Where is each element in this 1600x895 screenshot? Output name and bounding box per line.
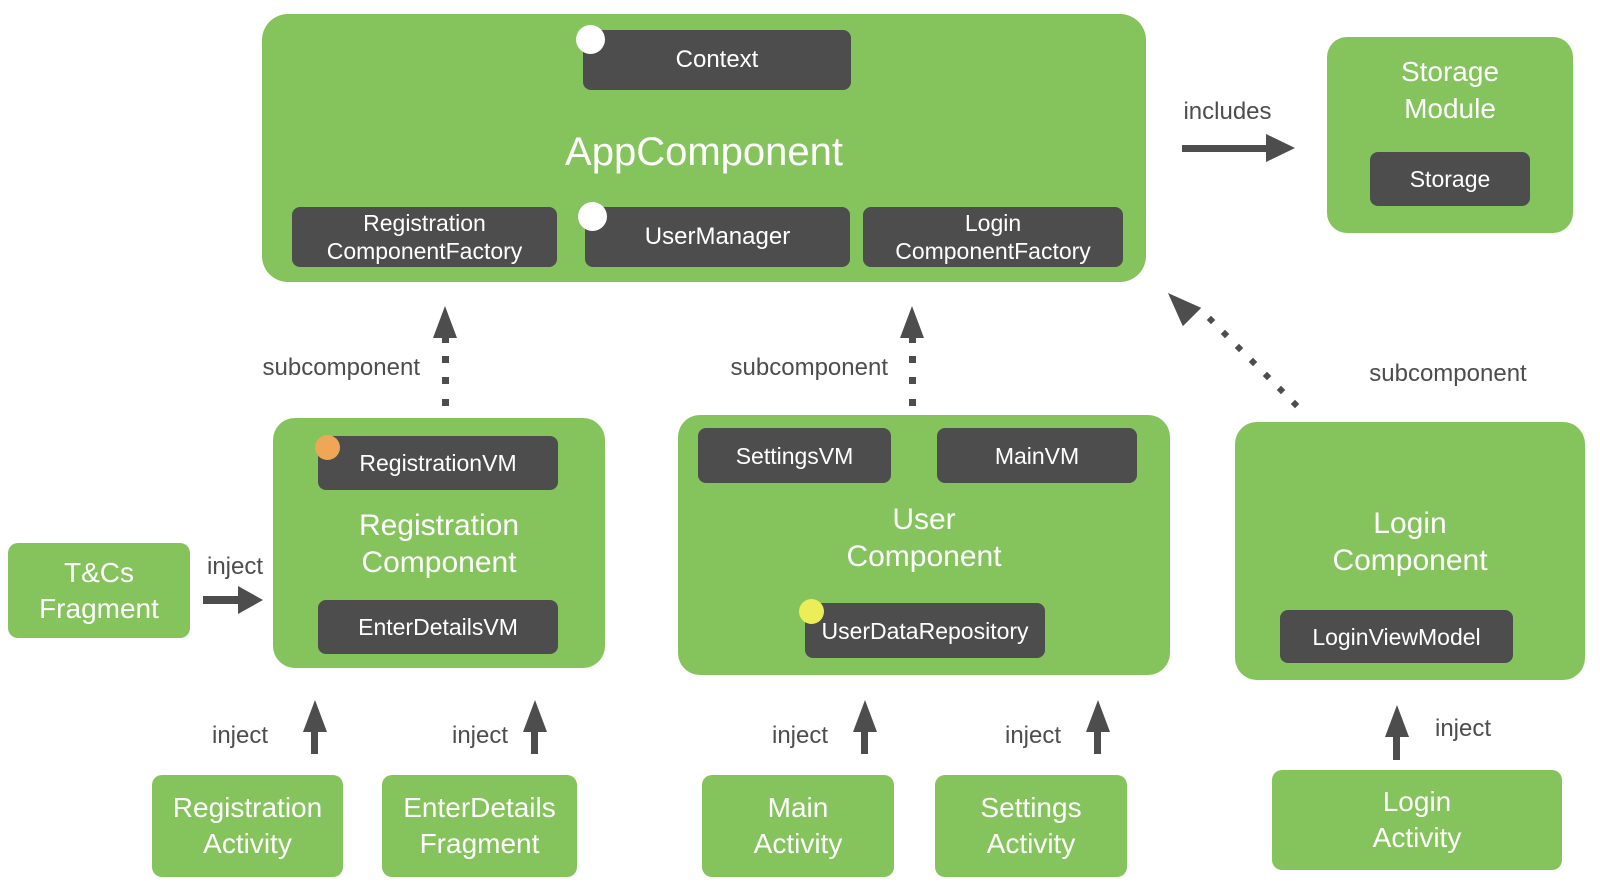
scope-dot-userdatarepository-icon xyxy=(799,599,824,624)
dotted-segment xyxy=(442,338,449,343)
subcomponent-label-login: subcomponent xyxy=(1369,360,1527,387)
includes-arrow-icon xyxy=(1266,134,1295,162)
subcomponent-arrowhead-login-icon xyxy=(1158,283,1202,327)
subcomponent-label-user: subcomponent xyxy=(730,354,888,381)
tcs-inject-arrow-icon xyxy=(238,586,263,614)
dotted-segment xyxy=(1290,399,1300,409)
scope-dot-context-icon xyxy=(576,25,605,54)
inject-arrow-main-icon xyxy=(853,700,877,732)
inject-label-login: inject xyxy=(1434,715,1492,742)
inject-arrow-login-icon xyxy=(1385,705,1409,737)
includes-label: includes xyxy=(1183,98,1272,125)
storage-chip: Storage xyxy=(1370,152,1530,206)
dotted-segment xyxy=(1234,343,1244,353)
includes-arrow-stem xyxy=(1182,145,1267,152)
dotted-segment xyxy=(442,399,449,406)
user-component-title: User Component xyxy=(846,503,1002,573)
inject-arrow-settings-icon xyxy=(1086,700,1110,732)
main-vm-chip: MainVM xyxy=(937,428,1137,483)
inject-arrow-stem xyxy=(1094,731,1101,754)
registration-vm-chip: RegistrationVM xyxy=(318,436,558,490)
inject-arrow-stem xyxy=(311,731,318,754)
login-component-factory-chip: Login ComponentFactory xyxy=(863,207,1123,267)
inject-label-registration: inject xyxy=(211,722,269,749)
inject-arrow-stem xyxy=(861,731,868,754)
inject-label-enterdetails: inject xyxy=(451,722,509,749)
enter-details-vm-chip: EnterDetailsVM xyxy=(318,600,558,654)
subcomponent-arrowhead-registration-icon xyxy=(433,306,457,338)
subcomponent-arrowhead-user-icon xyxy=(900,306,924,338)
subcomponent-label-registration: subcomponent xyxy=(262,354,420,381)
user-manager-chip: UserManager xyxy=(585,207,850,267)
dotted-segment xyxy=(1262,371,1272,381)
dotted-segment xyxy=(1220,329,1230,339)
tcs-inject-arrow-stem xyxy=(203,596,241,604)
app-component-title: AppComponent xyxy=(565,130,843,174)
enter-details-fragment-box: EnterDetails Fragment xyxy=(382,775,577,877)
settings-activity-box: Settings Activity xyxy=(935,775,1127,877)
inject-label-main: inject xyxy=(771,722,829,749)
inject-arrow-registration-icon xyxy=(303,700,327,732)
inject-label-settings: inject xyxy=(1004,722,1062,749)
inject-arrow-stem xyxy=(531,731,538,754)
login-component-title: Login Component xyxy=(1332,507,1488,577)
inject-label-tcs: inject xyxy=(206,553,264,580)
inject-arrow-enterdetails-icon xyxy=(523,700,547,732)
dotted-segment xyxy=(909,399,916,406)
login-activity-box: Login Activity xyxy=(1272,770,1562,870)
registration-activity-box: Registration Activity xyxy=(152,775,343,877)
dotted-segment xyxy=(1206,315,1216,325)
scope-dot-registrationvm-icon xyxy=(315,435,340,460)
tcs-fragment-box: T&Cs Fragment xyxy=(8,543,190,638)
storage-module-box: Storage Module xyxy=(1327,37,1573,233)
user-data-repository-chip: UserDataRepository xyxy=(805,603,1045,658)
storage-module-title: Storage Module xyxy=(1400,56,1500,124)
main-activity-box: Main Activity xyxy=(702,775,894,877)
settings-vm-chip: SettingsVM xyxy=(698,428,891,483)
context-chip: Context xyxy=(583,30,851,90)
dotted-segment xyxy=(909,356,916,363)
dotted-segment xyxy=(442,377,449,384)
dotted-segment xyxy=(442,356,449,363)
login-view-model-chip: LoginViewModel xyxy=(1280,610,1513,663)
dotted-segment xyxy=(909,377,916,384)
scope-dot-usermanager-icon xyxy=(578,202,607,231)
registration-component-title: Registration Component xyxy=(358,509,520,579)
dotted-segment xyxy=(1276,385,1286,395)
dotted-segment xyxy=(1248,357,1258,367)
registration-component-factory-chip: Registration ComponentFactory xyxy=(292,207,557,267)
inject-arrow-stem xyxy=(1393,736,1400,760)
dotted-segment xyxy=(909,338,916,343)
